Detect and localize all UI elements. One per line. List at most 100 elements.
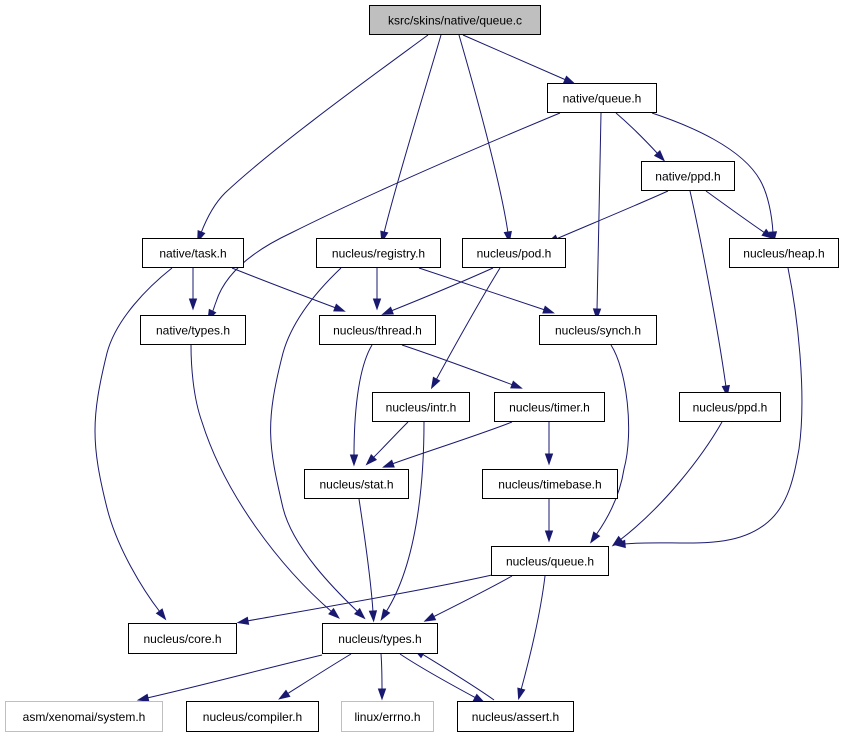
node-box (304, 469, 409, 499)
node-label: asm/xenomai/system.h (23, 710, 146, 724)
edge-line (458, 34, 509, 234)
node-label: nucleus/timebase.h (498, 478, 601, 492)
node-label: linux/errno.h (354, 710, 420, 724)
edge-line (399, 653, 477, 699)
edge-line (94, 267, 173, 613)
edge-nucleus-synch-h-to-nucleus-queue-h (590, 344, 630, 544)
edge-line (421, 653, 495, 701)
edge-nucleus-thread-h-to-nucleus-stat-h (349, 344, 373, 467)
edge-line (462, 34, 567, 81)
node-nucleus-timebase-h[interactable]: nucleus/timebase.h (482, 469, 618, 499)
node-box (547, 83, 657, 113)
edge-nucleus-registry-h-to-nucleus-synch-h (418, 267, 555, 314)
node-label: nucleus/intr.h (386, 401, 457, 415)
edge-line (270, 267, 359, 613)
node-asm-system-h: asm/xenomai/system.h (5, 701, 163, 732)
edge-arrowhead (590, 531, 601, 544)
node-native-types-h[interactable]: native/types.h (140, 315, 246, 345)
edge-line (390, 267, 494, 312)
node-label: nucleus/synch.h (555, 324, 641, 338)
edge-line (286, 653, 352, 695)
edge-nucleus-pod-h-to-nucleus-thread-h (381, 267, 494, 315)
node-nucleus-compiler-h[interactable]: nucleus/compiler.h (186, 701, 319, 732)
edge-arrowhead (136, 693, 150, 702)
edge-line (520, 575, 546, 691)
edge-arrowhead (155, 608, 167, 621)
edge-arrowhead (188, 298, 198, 311)
node-native-queue-h[interactable]: native/queue.h (547, 83, 657, 113)
edge-nucleus-ppd-h-to-nucleus-queue-h (611, 421, 723, 547)
node-nucleus-pod-h[interactable]: nucleus/pod.h (462, 238, 566, 268)
edge-nucleus-pod-h-to-nucleus-intr-h (430, 267, 501, 390)
edge-queue-c-to-native-queue-h (462, 34, 576, 85)
node-nucleus-synch-h[interactable]: nucleus/synch.h (539, 315, 657, 345)
edge-line (211, 112, 561, 313)
edge-nucleus-queue-h-to-nucleus-types-h (423, 575, 513, 622)
edge-nucleus-thread-h-to-nucleus-timer-h (401, 344, 523, 389)
node-nucleus-assert-h[interactable]: nucleus/assert.h (457, 701, 574, 732)
edge-nucleus-types-h-to-asm-system-h (136, 654, 323, 702)
edge-queue-c-to-nucleus-registry-h (380, 34, 442, 244)
edge-line (383, 34, 442, 234)
node-nucleus-stat-h[interactable]: nucleus/stat.h (304, 469, 409, 499)
node-nucleus-heap-h[interactable]: nucleus/heap.h (729, 238, 839, 268)
edge-arrowhead (430, 376, 441, 390)
edge-arrowhead (377, 688, 387, 701)
node-box (140, 315, 246, 345)
edge-queue-c-to-nucleus-pod-h (458, 34, 512, 244)
node-nucleus-registry-h[interactable]: nucleus/registry.h (316, 238, 441, 268)
edge-line (435, 267, 501, 381)
edge-nucleus-queue-h-to-nucleus-core-h (236, 574, 493, 625)
edge-line (146, 654, 323, 699)
edge-arrowhead (368, 610, 378, 623)
node-label: nucleus/stat.h (319, 478, 393, 492)
node-box (729, 238, 839, 268)
node-queue-c: ksrc/skins/native/queue.c (369, 5, 541, 35)
edge-nucleus-timer-h-to-nucleus-stat-h (382, 421, 513, 468)
edge-native-task-h-to-nucleus-core-h (94, 267, 173, 621)
edge-arrowhead (611, 535, 624, 547)
node-box (341, 701, 434, 732)
edge-native-queue-h-to-native-types-h (207, 112, 561, 322)
node-box (142, 238, 244, 268)
nodes-layer: ksrc/skins/native/queue.c native/queue.h n… (5, 5, 839, 732)
edge-line (418, 267, 546, 311)
node-label: nucleus/types.h (338, 632, 421, 646)
edge-line (595, 344, 630, 536)
node-label: native/queue.h (563, 92, 642, 106)
edge-native-types-h-to-nucleus-types-h (190, 344, 340, 619)
edge-line (596, 112, 602, 311)
node-nucleus-ppd-h[interactable]: nucleus/ppd.h (679, 392, 781, 422)
node-nucleus-intr-h[interactable]: nucleus/intr.h (372, 392, 470, 422)
edge-native-task-h-to-nucleus-thread-h (231, 267, 346, 312)
edge-nucleus-types-h-to-linux-errno-h (377, 653, 387, 701)
node-box (319, 315, 436, 345)
node-native-task-h[interactable]: native/task.h (142, 238, 244, 268)
node-nucleus-timer-h[interactable]: nucleus/timer.h (494, 392, 605, 422)
node-nucleus-core-h[interactable]: nucleus/core.h (128, 623, 237, 654)
edge-arrowhead (349, 454, 359, 467)
node-box (539, 315, 657, 345)
node-nucleus-types-h[interactable]: nucleus/types.h (322, 623, 438, 654)
node-box (128, 623, 237, 654)
edge-nucleus-registry-h-to-nucleus-thread-h (372, 268, 382, 311)
node-box (5, 701, 163, 732)
edge-line (391, 421, 513, 465)
node-nucleus-queue-h[interactable]: nucleus/queue.h (491, 546, 609, 576)
edge-arrowhead (761, 228, 774, 239)
edge-arrowhead (544, 530, 554, 543)
edge-arrowhead (544, 453, 554, 466)
edge-line (555, 190, 669, 240)
edge-native-queue-h-to-nucleus-synch-h (592, 112, 602, 321)
node-label: nucleus/queue.h (506, 555, 594, 569)
edge-arrowhead (382, 459, 395, 468)
node-native-ppd-h[interactable]: native/ppd.h (641, 161, 735, 191)
node-label: nucleus/timer.h (509, 401, 590, 415)
edge-line (623, 267, 803, 545)
node-nucleus-thread-h[interactable]: nucleus/thread.h (319, 315, 436, 345)
edge-arrowhead (653, 150, 666, 162)
edge-nucleus-timer-h-to-nucleus-timebase-h (544, 422, 554, 466)
node-label: native/types.h (156, 324, 230, 338)
edge-native-task-h-to-native-types-h (188, 268, 198, 311)
